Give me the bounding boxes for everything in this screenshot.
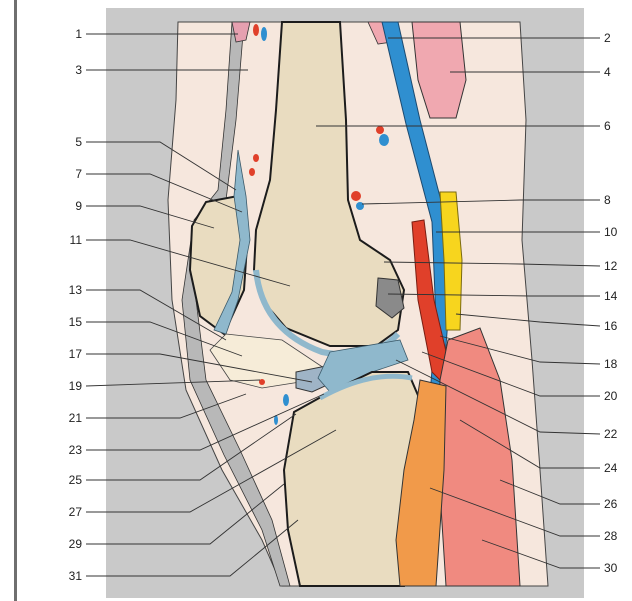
label-6: 6: [604, 119, 611, 133]
label-9: 9: [75, 199, 82, 213]
label-21: 21: [69, 411, 83, 425]
label-11: 11: [70, 233, 83, 247]
label-22: 22: [604, 427, 618, 441]
label-29: 29: [69, 537, 83, 551]
vessel-dot: [253, 24, 259, 36]
label-31: 31: [69, 569, 83, 583]
label-17: 17: [69, 347, 83, 361]
label-25: 25: [69, 473, 83, 487]
label-8: 8: [604, 193, 611, 207]
label-12: 12: [604, 259, 618, 273]
vessel-dot: [351, 191, 361, 201]
vessel-dot: [249, 168, 255, 176]
label-7: 7: [75, 167, 82, 181]
label-14: 14: [604, 289, 618, 303]
label-27: 27: [69, 505, 83, 519]
vessel-dot: [356, 202, 364, 210]
label-28: 28: [604, 529, 618, 543]
labels-right: 2 4 6 8 10 12 14 16 18 20 22 24 26 28 30: [604, 31, 618, 575]
labels-left: 1 3 5 7 9 11 13 15 17 19 21 23 25 27 29 …: [69, 27, 83, 583]
label-13: 13: [69, 283, 83, 297]
label-18: 18: [604, 357, 618, 371]
label-26: 26: [604, 497, 618, 511]
label-3: 3: [75, 63, 82, 77]
vessel-dot: [253, 154, 259, 162]
label-5: 5: [75, 135, 82, 149]
label-30: 30: [604, 561, 618, 575]
vessel-dot: [261, 27, 267, 41]
label-2: 2: [604, 31, 611, 45]
vessel-dot: [376, 126, 384, 134]
vessel-dot: [379, 134, 389, 146]
label-23: 23: [69, 443, 83, 457]
label-19: 19: [69, 379, 83, 393]
label-15: 15: [69, 315, 83, 329]
label-4: 4: [604, 65, 611, 79]
vessel-dot: [283, 394, 289, 406]
label-10: 10: [604, 225, 618, 239]
label-20: 20: [604, 389, 618, 403]
label-24: 24: [604, 461, 618, 475]
label-1: 1: [75, 27, 82, 41]
label-16: 16: [604, 319, 618, 333]
